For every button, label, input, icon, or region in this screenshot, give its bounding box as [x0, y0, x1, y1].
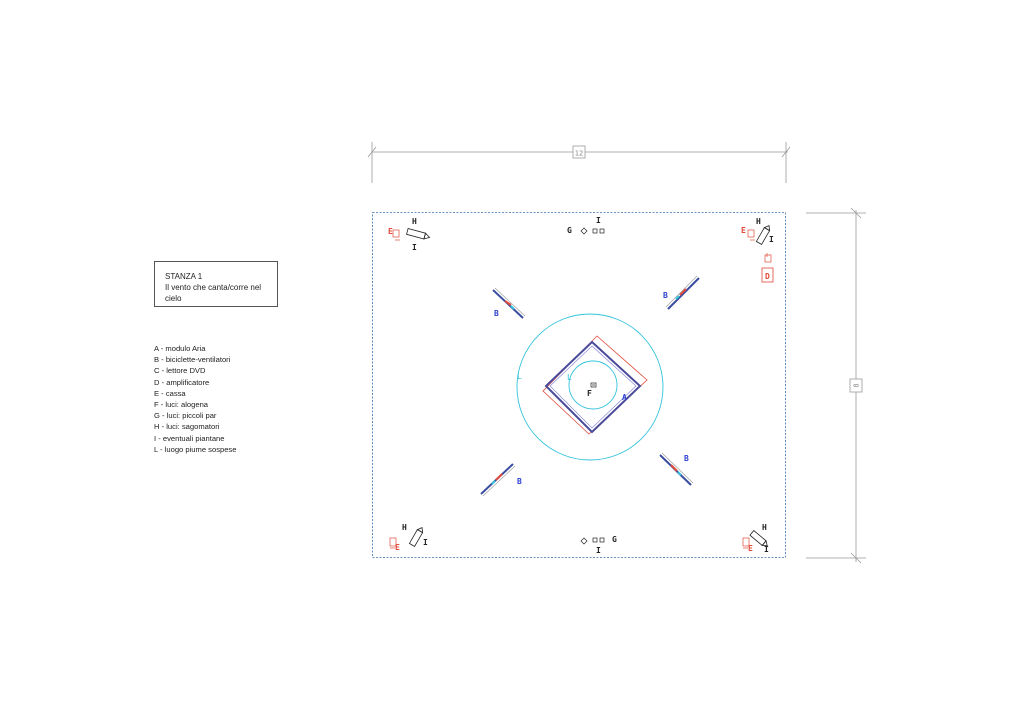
legend: A - modulo Aria B - biciclette-ventilato… — [154, 343, 236, 455]
feather-area-outer — [516, 313, 664, 461]
label-h-bottom-right: H — [762, 523, 767, 532]
height-dimension — [806, 207, 866, 564]
air-module — [542, 335, 648, 435]
legend-item-e: E - cassa — [154, 388, 186, 398]
label-e-top-left: E — [388, 227, 393, 236]
legend-item-h: H - luci: sagomatori — [154, 422, 220, 432]
legend-item-c: C - lettore DVD — [154, 366, 206, 376]
feather-area-inner — [568, 360, 618, 410]
label-i-top: I — [596, 216, 601, 225]
label-i-top-left: I — [412, 243, 417, 252]
legend-item-b: B - biciclette-ventilatori — [154, 355, 231, 365]
profile-spot-top-right — [755, 225, 771, 245]
bicycle-fan-top-right — [665, 275, 700, 310]
label-a: A — [622, 393, 627, 402]
speaker-top-left — [392, 229, 400, 241]
speaker-top-right — [747, 229, 755, 241]
label-e-bottom-right: E — [748, 544, 753, 553]
label-i-bottom-right: I — [764, 545, 769, 554]
speaker-bottom-left — [389, 537, 397, 549]
label-i-bottom-left: I — [423, 538, 428, 547]
label-h-top-left: H — [412, 217, 417, 226]
height-dimension-label: 8 — [853, 383, 861, 387]
label-l-outer: L — [517, 372, 522, 381]
legend-item-a: A - modulo Aria — [154, 344, 206, 353]
width-dimension-label: 12 — [575, 150, 583, 158]
title-line1: STANZA 1 — [165, 272, 203, 281]
title-box: STANZA 1 Il vento che canta/corre nel ci… — [154, 261, 278, 307]
bicycle-fan-top-left — [492, 287, 526, 319]
par-lights-bottom — [580, 537, 605, 545]
bicycle-fan-bottom-right — [659, 452, 694, 486]
speaker-bottom-right — [742, 537, 750, 549]
label-e-top-right: E — [741, 226, 746, 235]
profile-spot-top-left — [406, 228, 431, 240]
legend-item-l: L - luogo piume sospese — [154, 444, 237, 454]
label-g-top: G — [567, 226, 572, 235]
profile-spot-bottom-left — [408, 527, 424, 547]
label-b-top-left: B — [494, 309, 499, 318]
label-d: D — [765, 272, 770, 281]
label-b-bottom-left: B — [517, 477, 522, 486]
label-h-top-right: H — [756, 217, 761, 226]
amplifier-box — [761, 267, 774, 283]
label-g-bottom: G — [612, 535, 617, 544]
halogen-light — [590, 382, 597, 388]
label-b-top-right: B — [663, 291, 668, 300]
legend-item-d: D - amplificatore — [154, 377, 210, 387]
title-line2: Il vento che canta/corre nel cielo — [165, 283, 262, 303]
label-h-bottom-left: H — [402, 523, 407, 532]
label-i-bottom: I — [596, 546, 601, 555]
profile-spot-bottom-right — [749, 529, 768, 547]
label-f: F — [587, 389, 592, 398]
label-b-bottom-right: B — [684, 454, 689, 463]
room-outline — [372, 212, 786, 558]
par-lights-top — [580, 227, 605, 235]
label-e-bottom-left: E — [395, 543, 400, 552]
legend-item-f: F - luci: alogena — [154, 400, 209, 410]
legend-item-i: I - eventuali piantane — [154, 433, 225, 443]
dvd-player — [764, 253, 772, 263]
label-l-inner: L — [567, 373, 572, 382]
width-dimension — [367, 142, 791, 183]
label-i-top-right: I — [769, 235, 774, 244]
bicycle-fan-bottom-left — [480, 463, 516, 497]
legend-item-g: G - luci: piccoli par — [154, 411, 217, 421]
